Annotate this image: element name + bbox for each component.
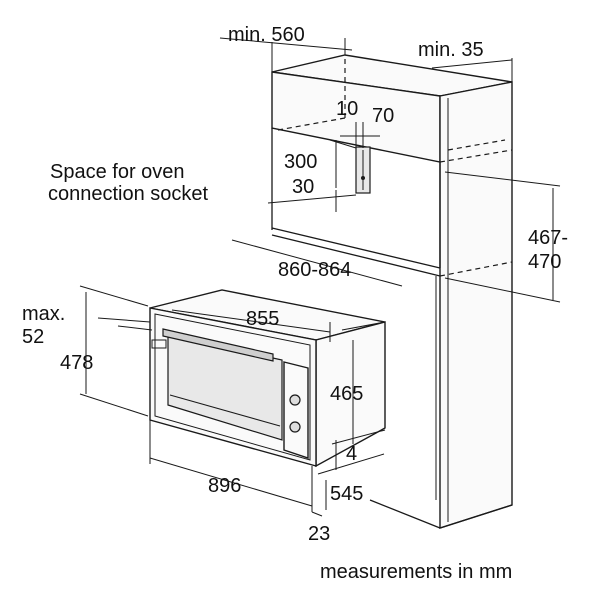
oven-control-panel [283,361,309,459]
oven-knob-bottom [289,421,301,433]
label-300: 300 [284,151,317,173]
dimension-labels: min. 560 min. 35 10 70 300 30 Space for … [22,24,568,583]
label-478: 478 [60,352,93,374]
oven [149,289,386,468]
oven-badge [151,339,167,349]
label-max: max. [22,303,65,325]
dimension-lines [79,37,561,517]
label-467-470-bottom: 470 [528,251,561,273]
label-10: 10 [336,98,358,120]
label-23: 23 [308,523,330,545]
label-896: 896 [208,475,241,497]
label-70: 70 [372,105,394,127]
label-465: 465 [330,383,363,405]
label-467-470-top: 467- [528,227,568,249]
label-855: 855 [246,308,279,330]
label-30: 30 [292,176,314,198]
oven-knob-top [289,394,301,406]
label-min-560: min. 560 [228,24,305,46]
hidden-edge [439,149,513,163]
label-min-35: min. 35 [418,39,484,61]
label-860-864: 860-864 [278,259,351,281]
footer-units-note: measurements in mm [320,561,512,583]
label-4: 4 [346,443,357,465]
label-socket-line2: connection socket [48,183,209,205]
label-545: 545 [330,483,363,505]
label-socket-line1: Space for oven [50,161,185,183]
oven-door-handle [162,328,274,362]
cabinet [271,54,513,529]
label-52: 52 [22,326,44,348]
